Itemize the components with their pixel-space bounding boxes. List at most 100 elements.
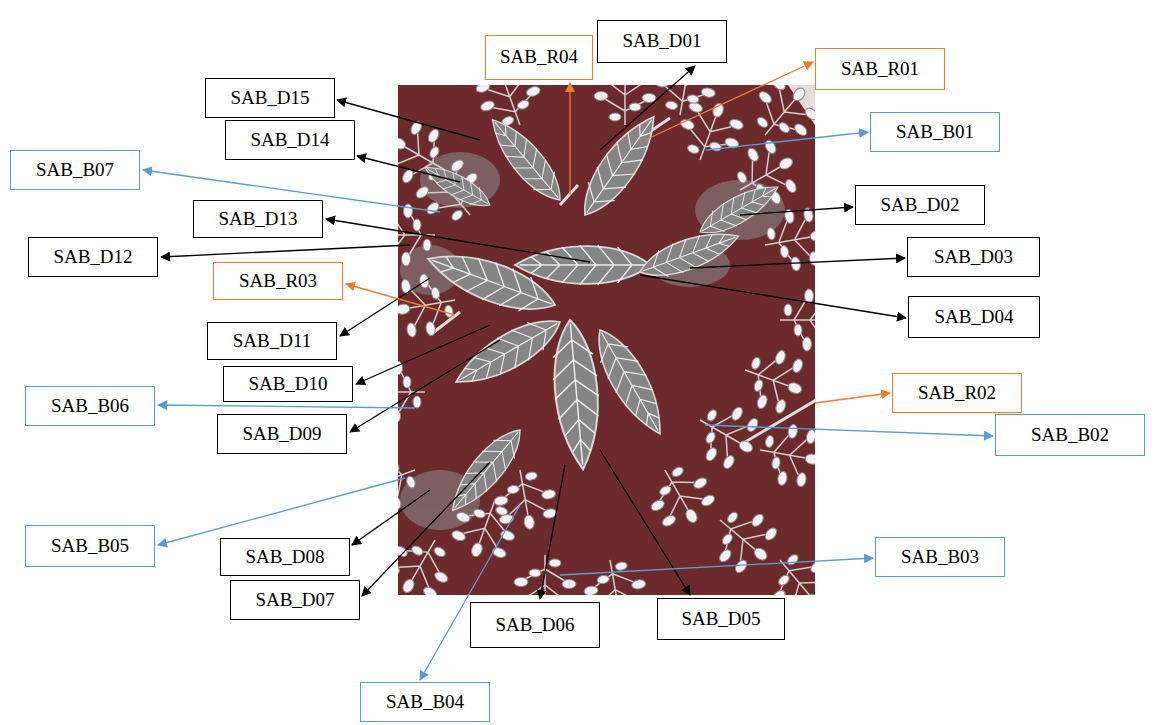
leader-line	[143, 132, 993, 680]
label-text: SAB_D03	[934, 246, 1013, 269]
leader-line	[706, 132, 868, 150]
label-box: SAB_D14	[225, 120, 355, 160]
flower-cluster	[756, 540, 815, 595]
label-box: SAB_B01	[870, 112, 1000, 152]
flower-cluster	[649, 85, 720, 120]
leader-line	[815, 393, 890, 403]
leaf-motif	[693, 176, 784, 244]
label-box: SAB_R02	[892, 373, 1022, 413]
leader-line	[600, 66, 695, 150]
flower-cluster	[398, 204, 435, 266]
label-text: SAB_D13	[218, 208, 297, 231]
label-text: SAB_R01	[841, 58, 919, 81]
label-text: SAB_R03	[239, 270, 317, 293]
batik-motif	[398, 85, 815, 595]
label-text: SAB_B03	[901, 546, 979, 569]
leader-line	[346, 62, 890, 403]
label-text: SAB_R04	[500, 46, 578, 69]
leaf-motif	[420, 107, 785, 521]
leader-line	[356, 325, 490, 384]
leader-line	[357, 156, 460, 182]
flower-cluster	[398, 85, 815, 595]
leaf-motif	[571, 107, 669, 225]
flower-cluster	[755, 419, 815, 490]
label-text: SAB_D12	[53, 246, 132, 269]
label-box: SAB_R03	[213, 262, 343, 300]
leader-line	[362, 462, 490, 596]
leaf-motif	[515, 245, 650, 285]
batik-motif	[398, 85, 815, 595]
label-box: SAB_R01	[815, 48, 945, 90]
leaf-motif	[585, 321, 675, 443]
label-text: SAB_B07	[36, 159, 114, 182]
flower-cluster	[594, 85, 656, 125]
leader-line	[540, 465, 565, 599]
branch-stem	[560, 185, 578, 205]
leader-line	[158, 405, 415, 408]
label-text: SAB_D11	[233, 330, 311, 353]
leader-line	[705, 425, 993, 436]
label-text: SAB_D10	[248, 373, 327, 396]
label-box: SAB_D06	[470, 602, 600, 648]
leader-line	[690, 258, 905, 268]
label-box: SAB_D04	[908, 296, 1040, 338]
label-text: SAB_B05	[51, 535, 129, 558]
label-box: SAB_D12	[28, 237, 158, 277]
leader-line	[350, 340, 500, 432]
leader-line	[161, 66, 906, 599]
label-box: SAB_D10	[223, 366, 353, 402]
leaf-motif	[548, 318, 605, 471]
label-box: SAB_D01	[597, 20, 727, 63]
label-text: SAB_D09	[242, 423, 321, 446]
label-box: SAB_D15	[205, 78, 335, 118]
label-text: SAB_D04	[934, 306, 1013, 329]
label-text: SAB_D14	[250, 129, 329, 152]
leaf-motif	[420, 158, 496, 215]
leaf-motif	[441, 420, 532, 520]
label-text: SAB_D02	[880, 194, 959, 217]
flower-cluster	[700, 496, 786, 582]
flower-cluster	[671, 93, 750, 171]
leader-line	[640, 275, 906, 318]
leader-line	[158, 478, 405, 545]
label-box: SAB_D13	[193, 200, 323, 238]
leader-line	[560, 558, 873, 575]
label-box: SAB_D07	[230, 580, 360, 620]
label-text: SAB_D08	[245, 546, 324, 569]
label-box: SAB_D11	[207, 322, 337, 360]
label-text: SAB_D06	[495, 614, 574, 637]
leader-line	[161, 245, 410, 257]
label-text: SAB_D07	[255, 589, 334, 612]
flower-cluster	[579, 555, 650, 595]
label-box: SAB_D09	[217, 414, 347, 454]
leader-line	[346, 284, 455, 315]
flower-cluster	[398, 361, 425, 423]
label-text: SAB_B04	[386, 691, 464, 714]
label-text: SAB_D05	[681, 608, 760, 631]
label-box: SAB_B03	[875, 537, 1005, 577]
label-text: SAB_B02	[1031, 424, 1109, 447]
label-box: SAB_D08	[220, 538, 350, 576]
leader-line	[420, 505, 520, 680]
leader-line	[645, 62, 813, 140]
flower-cluster	[398, 441, 426, 520]
label-box: SAB_D03	[907, 237, 1040, 277]
label-text: SAB_D01	[622, 30, 701, 53]
label-text: SAB_D15	[230, 87, 309, 110]
flower-cluster	[685, 393, 768, 477]
label-box: SAB_R04	[485, 35, 593, 80]
label-text: SAB_B06	[51, 395, 129, 418]
label-box: SAB_B06	[25, 386, 155, 426]
label-text: SAB_B01	[896, 121, 974, 144]
leader-line	[569, 83, 570, 195]
label-box: SAB_B02	[995, 414, 1145, 456]
leader-line	[740, 207, 853, 215]
label-box: SAB_D02	[855, 185, 985, 225]
leader-line	[326, 219, 590, 262]
label-box: SAB_B07	[10, 150, 140, 190]
leaf-motif	[481, 110, 572, 210]
flower-cluster	[734, 341, 812, 420]
label-box: SAB_D05	[657, 598, 785, 640]
